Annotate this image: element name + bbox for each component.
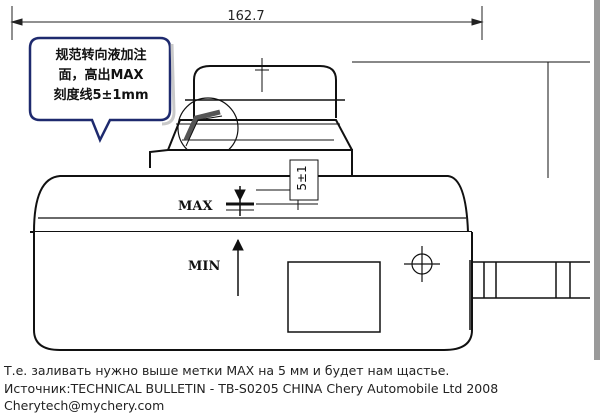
callout-line-2: 面，高出MAX [58,68,144,83]
caption-line-2: Источник:TECHNICAL BULLETIN - TB-S0205 C… [4,380,499,396]
min-marker [232,238,244,296]
callout-line-1: 规范转向液加注 [55,48,147,63]
min-label: MIN [188,259,220,274]
reservoir-cap [193,65,337,118]
callout-line-3: 刻度线5±1mm [53,88,149,103]
label-window [287,261,381,333]
reservoir-shoulder [149,149,353,176]
callout-bubble [28,36,176,144]
width-dimension-value: 162.7 [227,9,264,24]
caption-line-1: Т.е. заливать нужно выше метки MAX на 5 … [4,363,450,378]
outlet-pipe [472,261,590,299]
reservoir-drawing: 162.7 [10,6,590,351]
max-marker [226,186,254,216]
tolerance-dimension [256,159,319,210]
width-dimension [10,6,484,40]
reservoir-body-lower [33,232,473,351]
max-label: MAX [178,199,213,214]
callout-text: 规范转向液加注 面，高出MAX 刻度线5±1mm [36,46,166,106]
technical-drawing: 162.7 [10,0,600,360]
reservoir-neck [167,119,353,151]
caption: Т.е. заливать нужно выше метки MAX на 5 … [4,362,594,415]
tolerance-label: 5±1 [295,165,309,190]
mount-crosshair [404,246,440,282]
caption-line-3: Cherytech@mychery.com [4,398,165,413]
